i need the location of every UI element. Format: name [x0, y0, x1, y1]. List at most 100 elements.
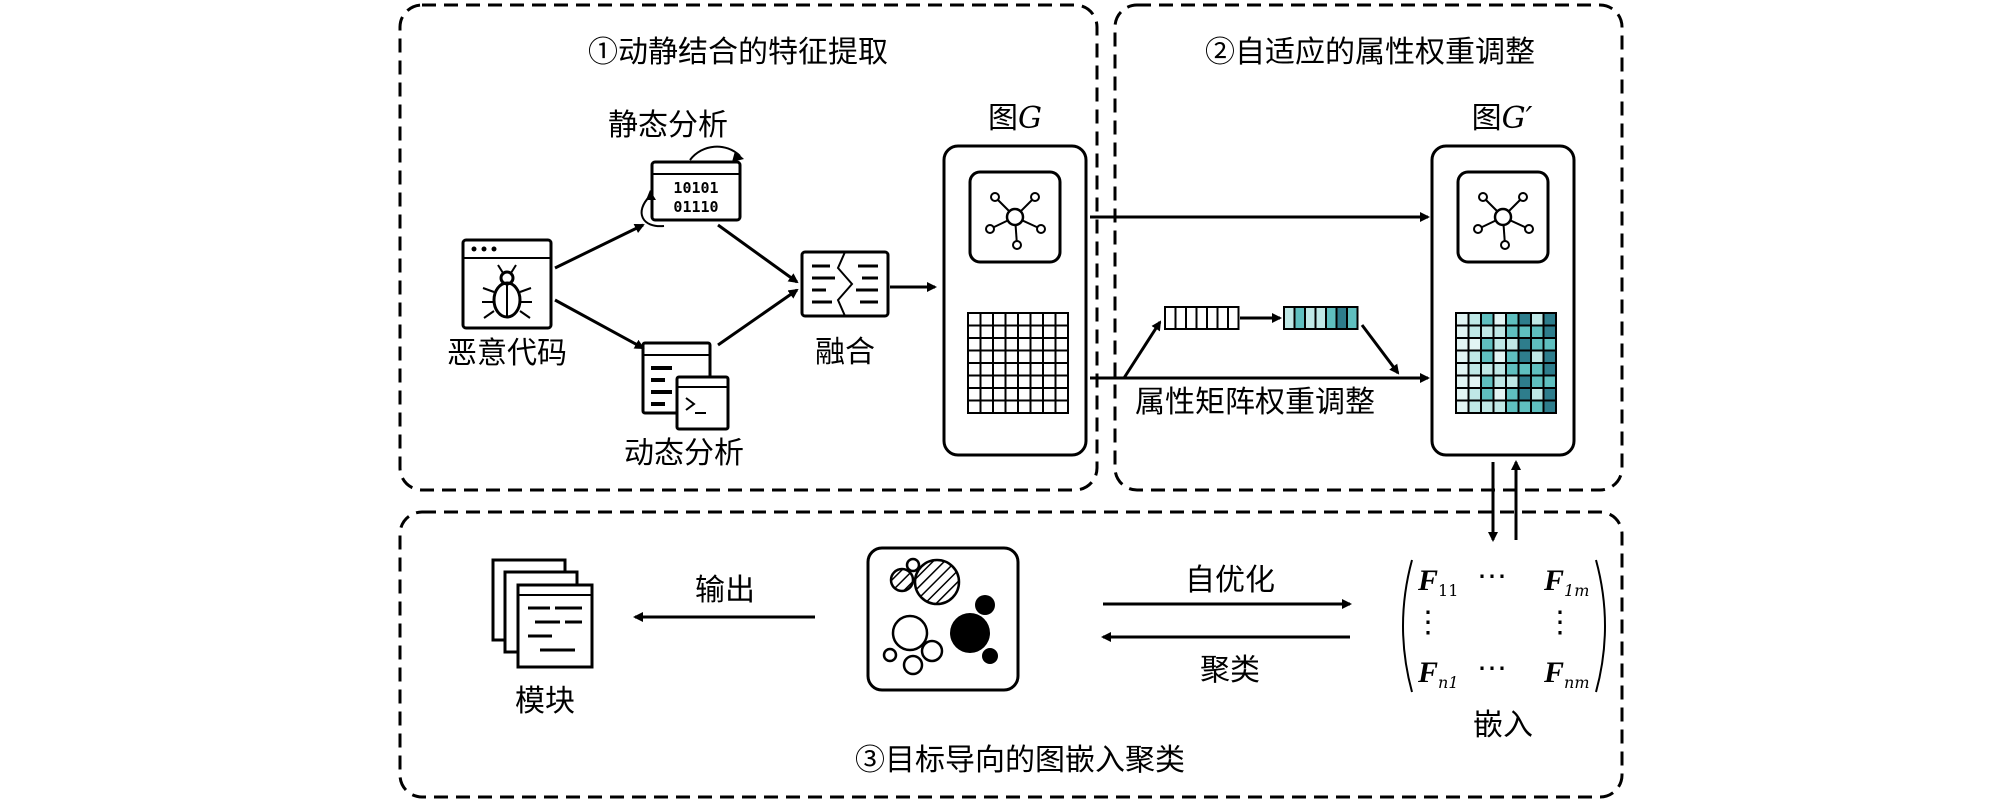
matrix-cell: [992, 387, 1007, 402]
module-icon: [491, 558, 594, 669]
weighted-matrix-cell: [1517, 349, 1532, 364]
weighted-matrix-cell: [1505, 337, 1520, 352]
attribute-matrix-g: [967, 312, 1069, 414]
matrix-cell: [1054, 399, 1069, 414]
section-1-frame: [398, 3, 1099, 492]
graph-g2-panel: [1430, 144, 1576, 457]
weighted-matrix-cell: [1455, 312, 1470, 327]
weighted-matrix-cell: [1480, 337, 1495, 352]
weighted-matrix-cell: [1467, 374, 1482, 389]
vector-cell: [1185, 306, 1198, 330]
module-label: 模块: [515, 684, 575, 719]
weighted-matrix-cell: [1505, 362, 1520, 377]
matrix-cell: [1054, 362, 1069, 377]
matrix-cell: [967, 312, 982, 327]
matrix-cell: [1017, 349, 1032, 364]
network-g-icon: [985, 192, 1046, 250]
arrow-malware-to-dynamic: [554, 298, 645, 350]
matrix-cell: [1029, 312, 1044, 327]
weighted-matrix-cell: [1455, 399, 1470, 414]
weighted-matrix-cell: [1492, 387, 1507, 402]
matrix-cell: [1017, 337, 1032, 352]
weighted-vector-cell: [1304, 306, 1317, 330]
matrix-cell: [1054, 312, 1069, 327]
weighted-matrix-cell: [1505, 324, 1520, 339]
matrix-cell: [967, 374, 982, 389]
matrix-cell: [967, 362, 982, 377]
matrix-cell: [1029, 387, 1044, 402]
weighted-matrix-cell: [1517, 399, 1532, 414]
matrix-cell: [979, 374, 994, 389]
matrix-fnm: Fnm: [1543, 656, 1590, 692]
graph-g2-title: 图G′: [1472, 101, 1533, 136]
weighted-matrix-cell: [1480, 324, 1495, 339]
weighted-matrix-cell: [1467, 324, 1482, 339]
matrix-cell: [1042, 374, 1057, 389]
vector-cell: [1206, 306, 1219, 330]
section-2-frame: [1113, 3, 1624, 492]
matrix-cell: [979, 349, 994, 364]
weighted-matrix-cell: [1517, 362, 1532, 377]
matrix-cell: [1042, 387, 1057, 402]
self-opt-label: 自优化: [1185, 563, 1275, 598]
matrix-cell: [1042, 337, 1057, 352]
weighted-matrix-cell: [1505, 374, 1520, 389]
cluster-label: 聚类: [1200, 653, 1260, 688]
matrix-cell: [1004, 312, 1019, 327]
weighted-matrix-cell: [1542, 324, 1557, 339]
weighted-matrix-cell: [1530, 387, 1545, 402]
weighted-matrix-cell: [1455, 362, 1470, 377]
matrix-cell: [1042, 399, 1057, 414]
matrix-cell: [992, 312, 1007, 327]
matrix-cell: [1004, 324, 1019, 339]
weighted-matrix-cell: [1492, 312, 1507, 327]
weighted-matrix-cell: [1542, 387, 1557, 402]
network-g2-icon: [1473, 192, 1534, 250]
vector-cell: [1174, 306, 1187, 330]
weight-vector-initial: [1164, 306, 1240, 330]
embedding-matrix: F11 ⋯ F1m ⋮ ⋮ Fn1 ⋯ Fnm: [1402, 559, 1606, 693]
matrix-cell: [992, 349, 1007, 364]
section-3-frame: [398, 510, 1624, 799]
dynamic-analysis-label: 动态分析: [624, 436, 744, 471]
weighted-matrix-cell: [1530, 312, 1545, 327]
matrix-cell: [1042, 349, 1057, 364]
weighted-vector-cell: [1346, 306, 1359, 330]
matrix-cell: [992, 337, 1007, 352]
fusion-label: 融合: [815, 335, 875, 370]
matrix-f11: F11: [1417, 564, 1458, 600]
weighted-matrix-cell: [1492, 324, 1507, 339]
weighted-matrix-cell: [1542, 362, 1557, 377]
matrix-cell: [967, 399, 982, 414]
matrix-cell: [967, 387, 982, 402]
weighted-matrix-cell: [1505, 349, 1520, 364]
matrix-cell: [1029, 349, 1044, 364]
matrix-cell: [1029, 362, 1044, 377]
weighted-matrix-cell: [1455, 349, 1470, 364]
malware-label: 恶意代码: [447, 336, 567, 371]
weighted-vector-cell: [1283, 306, 1296, 330]
matrix-cell: [1054, 374, 1069, 389]
weighted-matrix-cell: [1530, 399, 1545, 414]
matrix-cell: [1029, 324, 1044, 339]
weighted-matrix-cell: [1455, 387, 1470, 402]
matrix-cell: [992, 399, 1007, 414]
weighted-matrix-cell: [1542, 337, 1557, 352]
weighted-matrix-cell: [1542, 374, 1557, 389]
weighted-matrix-cell: [1467, 387, 1482, 402]
weighted-vector-cell: [1325, 306, 1338, 330]
static-analysis-icon: 10101 01110: [640, 145, 744, 228]
refresh-arrow-top-icon: [689, 145, 741, 161]
cluster-icon: [866, 546, 1020, 692]
matrix-cell: [1054, 387, 1069, 402]
matrix-cell: [979, 337, 994, 352]
matrix-cell: [1054, 324, 1069, 339]
matrix-cell: [1042, 324, 1057, 339]
matrix-cell: [979, 312, 994, 327]
weighted-matrix-cell: [1530, 349, 1545, 364]
weighted-matrix-cell: [1517, 312, 1532, 327]
weighted-vector-cell: [1293, 306, 1306, 330]
matrix-cell: [992, 362, 1007, 377]
matrix-cell: [1017, 324, 1032, 339]
matrix-cell: [1029, 337, 1044, 352]
